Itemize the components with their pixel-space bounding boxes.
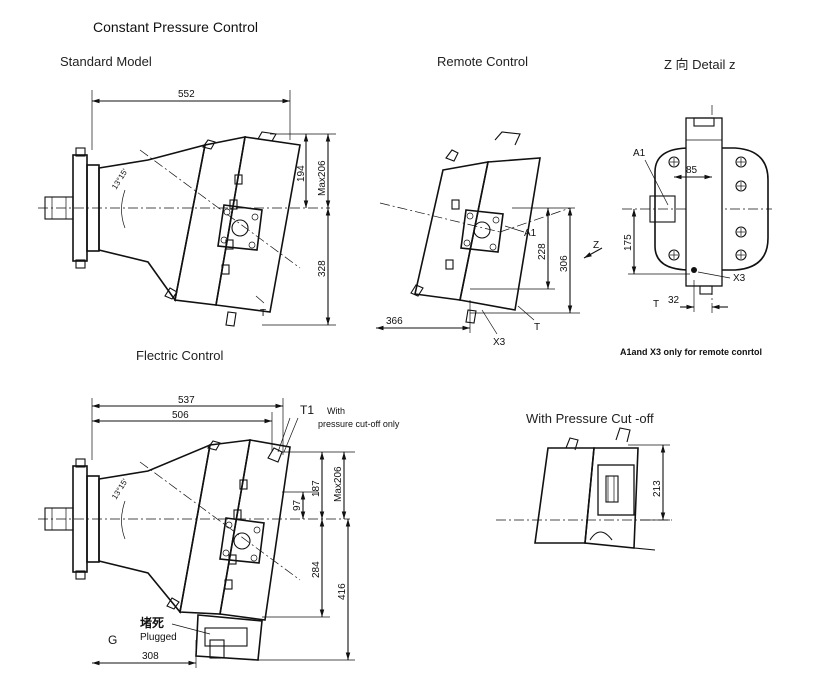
electric-control-drawing: 537 506 T1 With pressure cut-off only 97… <box>38 395 400 668</box>
dim-228: 228 <box>537 243 548 260</box>
dim-506: 506 <box>172 410 189 421</box>
port-t-remote: T <box>534 322 540 333</box>
dim-194: 194 <box>296 165 307 182</box>
dim-85: 85 <box>686 165 698 176</box>
section-title-standard: Standard Model <box>60 54 152 69</box>
detail-z-drawing: A1 85 175 32 T X3 A1and X3 only for remo… <box>620 105 772 357</box>
port-t: T <box>260 308 266 319</box>
port-t1: T1 <box>300 403 314 417</box>
port-g: G <box>108 633 117 647</box>
dim-284: 284 <box>311 561 322 578</box>
t1-note-with: With <box>327 406 345 416</box>
dim-416: 416 <box>337 583 348 600</box>
dim-306: 306 <box>559 255 570 272</box>
dim-537: 537 <box>178 395 195 406</box>
section-title-remote: Remote Control <box>437 54 529 69</box>
plugged-label-cn: 堵死 <box>140 615 164 630</box>
dim-32: 32 <box>668 295 680 306</box>
plugged-label-en: Plugged <box>140 632 177 643</box>
cutoff-detail-drawing: 213 <box>496 427 672 551</box>
dim-308: 308 <box>142 651 159 662</box>
swash-angle-electric: 13°15' <box>110 477 130 501</box>
dim-97: 97 <box>292 499 303 511</box>
t1-note-cutoff: pressure cut-off only <box>318 419 400 429</box>
dim-max206-electric: Max206 <box>333 466 344 502</box>
port-x3-detail: X3 <box>733 273 746 284</box>
page-title: Constant Pressure Control <box>93 19 258 35</box>
remote-only-note: A1and X3 only for remote conrtol <box>620 347 762 357</box>
dim-366: 366 <box>386 316 403 327</box>
port-a1-detail: A1 <box>633 148 646 159</box>
dim-175: 175 <box>623 234 634 251</box>
dim-328: 328 <box>317 260 328 277</box>
dim-213: 213 <box>652 480 663 497</box>
remote-control-drawing: 228 306 366 A1 X3 T Z <box>376 131 603 348</box>
dim-max206: Max206 <box>317 160 328 196</box>
section-title-detail: Z 向 Detail z <box>664 57 736 72</box>
section-title-cutoff: With Pressure Cut -off <box>526 411 654 426</box>
standard-model-drawing: 552 194 Max206 328 13°15' T <box>38 89 336 327</box>
dim-187: 187 <box>311 480 322 497</box>
port-a1-remote: A1 <box>524 228 537 239</box>
port-t-detail: T <box>653 299 659 310</box>
port-x3-remote: X3 <box>493 337 506 348</box>
view-z-arrow-label: Z <box>593 240 599 251</box>
swash-angle: 13°15' <box>110 167 130 191</box>
dim-552: 552 <box>178 89 195 100</box>
section-title-electric: Flectric Control <box>136 348 224 363</box>
